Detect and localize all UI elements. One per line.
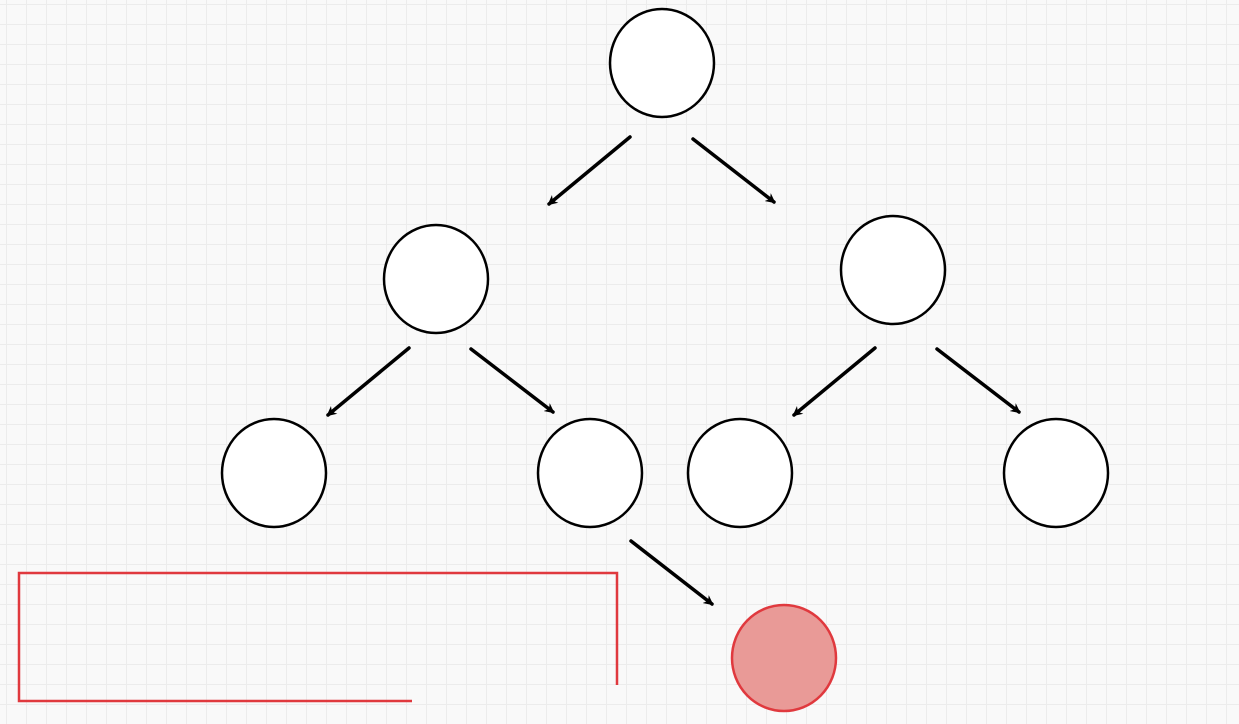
tree-node-inserted (730, 603, 838, 713)
tree-node-right-left (686, 417, 794, 529)
tree-node-left-left (220, 417, 328, 529)
tree-edges (326, 135, 1021, 606)
callout-box (17, 571, 619, 703)
edge-right-right-left (792, 346, 877, 417)
edge-root-right (691, 137, 776, 204)
tree-nodes (220, 7, 1110, 713)
edge-root-left (547, 135, 632, 206)
edge-left-left-right (469, 347, 555, 414)
tree-node-right-right (1002, 417, 1110, 529)
edge-right-right-right (935, 347, 1021, 414)
tree-node-left (382, 223, 490, 335)
edge-left-right-inserted (629, 539, 714, 606)
tree-node-right (839, 214, 947, 326)
callout-border (17, 571, 619, 703)
tree-node-root (608, 7, 716, 119)
edge-left-left-left (326, 346, 411, 417)
tree-node-left-right (536, 417, 644, 529)
